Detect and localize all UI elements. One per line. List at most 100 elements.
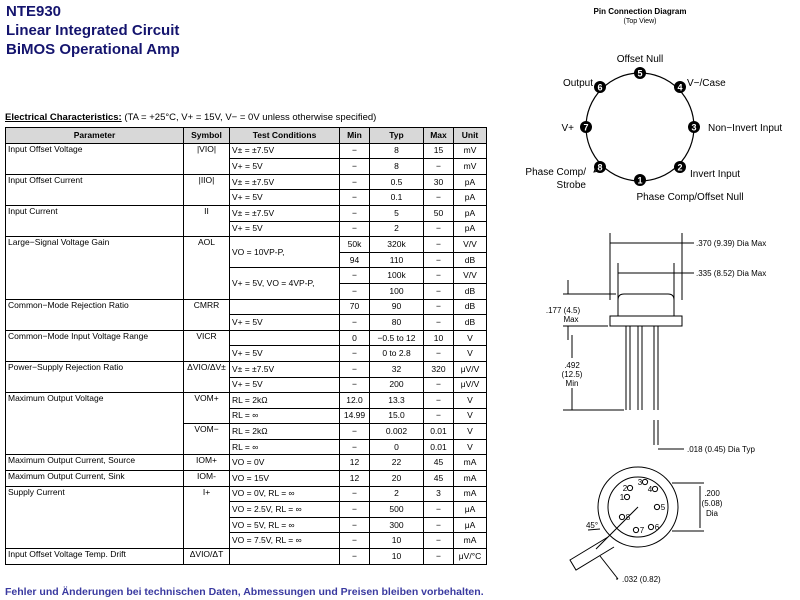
pin-number: 7	[583, 123, 588, 133]
dim-bc-dia-mm: (5.08)	[702, 499, 723, 508]
pin-number: 3	[691, 123, 696, 133]
pin-label-5: Offset Null	[617, 54, 664, 65]
dim-lead-length-min: Min	[566, 379, 579, 388]
bottom-pin-number: 1	[620, 493, 625, 502]
dim-dia-inner: .335 (8.52) Dia Max	[696, 269, 766, 278]
dim-dia-max: .370 (9.39) Dia Max	[696, 239, 766, 248]
dim-bc-dia: .200	[704, 489, 720, 498]
pin-markers: 1 2 3 4 5 6 7 8	[580, 67, 700, 186]
pin-number: 8	[597, 163, 602, 173]
unit-cell: V	[453, 438, 487, 456]
test-conditions-note: (TA = +25°C, V+ = 15V, V− = 0V unless ot…	[124, 112, 377, 123]
part-description: BiMOS Operational Amp	[6, 41, 180, 58]
symbol-cell: VOM−	[183, 423, 230, 456]
table-row: −100−dB	[6, 282, 487, 300]
test-condition-cell: V+ = 5V, VO = 4VP-P,	[229, 267, 340, 300]
bottom-pin-number: 4	[648, 485, 653, 494]
parameter-cell: Common−Mode Input Voltage Range	[5, 329, 184, 362]
bottom-pin-hole	[647, 523, 655, 531]
pin-marker	[674, 81, 686, 93]
parameter-cell: Common−Mode Rejection Ratio	[5, 298, 184, 331]
dim-lead-length-mm: (12.5)	[562, 370, 583, 379]
pin-number: 6	[597, 83, 602, 93]
pin-number: 5	[637, 69, 642, 79]
table-row: VO = 5V, RL = ∞−300−μA	[6, 516, 487, 534]
pin-number: 2	[677, 163, 682, 173]
bottom-pin-number: 8	[626, 513, 631, 522]
pin-marker	[634, 174, 646, 186]
pin-marker	[580, 121, 592, 133]
table-row: VO = 2.5V, RL = ∞−500−μA	[6, 501, 487, 518]
pin-label-3: Non−Invert Input	[708, 123, 782, 134]
min-cell: −	[339, 548, 370, 565]
part-number: NTE930	[6, 3, 62, 20]
bottom-pin-hole	[632, 526, 640, 534]
col-header: Unit	[453, 127, 487, 144]
pin-marker	[688, 121, 700, 133]
part-title-block: NTE930 Linear Integrated Circuit BiMOS O…	[6, 2, 180, 59]
col-header: Parameter	[5, 127, 184, 144]
dim-angle: 45°	[586, 521, 598, 530]
dim-lead-dia: .018 (0.45) Dia Typ	[687, 445, 755, 454]
col-header: Typ	[369, 127, 424, 144]
spec-table: Parameter Symbol Test Conditions Min Typ…	[5, 127, 487, 565]
pin-diagram-title: Pin Connection Diagram	[594, 7, 687, 16]
unit-cell: μA	[453, 516, 487, 534]
bottom-pin-number: 2	[623, 484, 628, 493]
parameter-cell: Input Offset Voltage	[5, 142, 184, 175]
bottom-pin-hole	[653, 503, 661, 511]
parameter-cell: Maximum Output Voltage	[5, 392, 184, 456]
bottom-pin-hole	[626, 484, 634, 492]
col-header: Symbol	[183, 127, 230, 144]
pin-diagram-subtitle: (Top View)	[624, 18, 657, 25]
parameter-cell: Power−Supply Rejection Ratio	[5, 360, 184, 394]
bottom-pin-number: 5	[661, 503, 666, 512]
pin-label-4: V−/Case	[687, 78, 726, 89]
pin-number: 4	[677, 83, 682, 93]
dim-height-sub: Max	[563, 315, 578, 324]
unit-cell: pA	[453, 220, 487, 238]
dim-height: .177 (4.5)	[546, 306, 581, 315]
bottom-pin-number: 3	[638, 478, 643, 487]
unit-cell: μV/°C	[453, 548, 487, 565]
pin-label-6: Output	[563, 78, 593, 89]
bottom-pin-hole	[651, 485, 659, 493]
pin-marker	[674, 161, 686, 173]
disclaimer-footer: Fehler und Änderungen bei technischen Da…	[5, 586, 484, 598]
electrical-characteristics-heading: Electrical Characteristics: (TA = +25°C,…	[5, 112, 376, 123]
part-category: Linear Integrated Circuit	[6, 22, 180, 39]
pin-label-2: Invert Input	[690, 169, 740, 180]
max-cell: −	[423, 548, 454, 565]
pin-marker	[594, 161, 606, 173]
pin-number: 1	[637, 176, 642, 186]
symbol-cell: VICR	[183, 329, 230, 362]
table-row: V+ = 5V−8−mV	[6, 158, 487, 175]
pin-label-7: V+	[561, 123, 574, 134]
package-bottom-view	[569, 466, 704, 580]
pin-marker	[594, 81, 606, 93]
col-header: Max	[423, 127, 454, 144]
dim-tab: .032 (0.82)	[622, 575, 661, 584]
bottom-pin-hole	[618, 513, 626, 521]
dim-lead-length: .492	[564, 361, 580, 370]
bottom-pin-number: 7	[640, 526, 645, 535]
test-condition-cell: VO = 10VP-P,	[229, 236, 340, 269]
pin-label-1: Phase Comp/Offset Null	[636, 192, 743, 203]
table-row: V+ = 5V−0 to 2.8−V	[6, 345, 487, 362]
dim-bc-dia-label: Dia	[706, 509, 719, 518]
pin-label-8-line2: Strobe	[557, 180, 587, 191]
table-row: V+ = 5V−2−pA	[6, 220, 487, 238]
package-side-view	[563, 233, 694, 450]
pin-marker	[634, 67, 646, 79]
pin-label-8: Phase Comp/	[525, 167, 586, 178]
